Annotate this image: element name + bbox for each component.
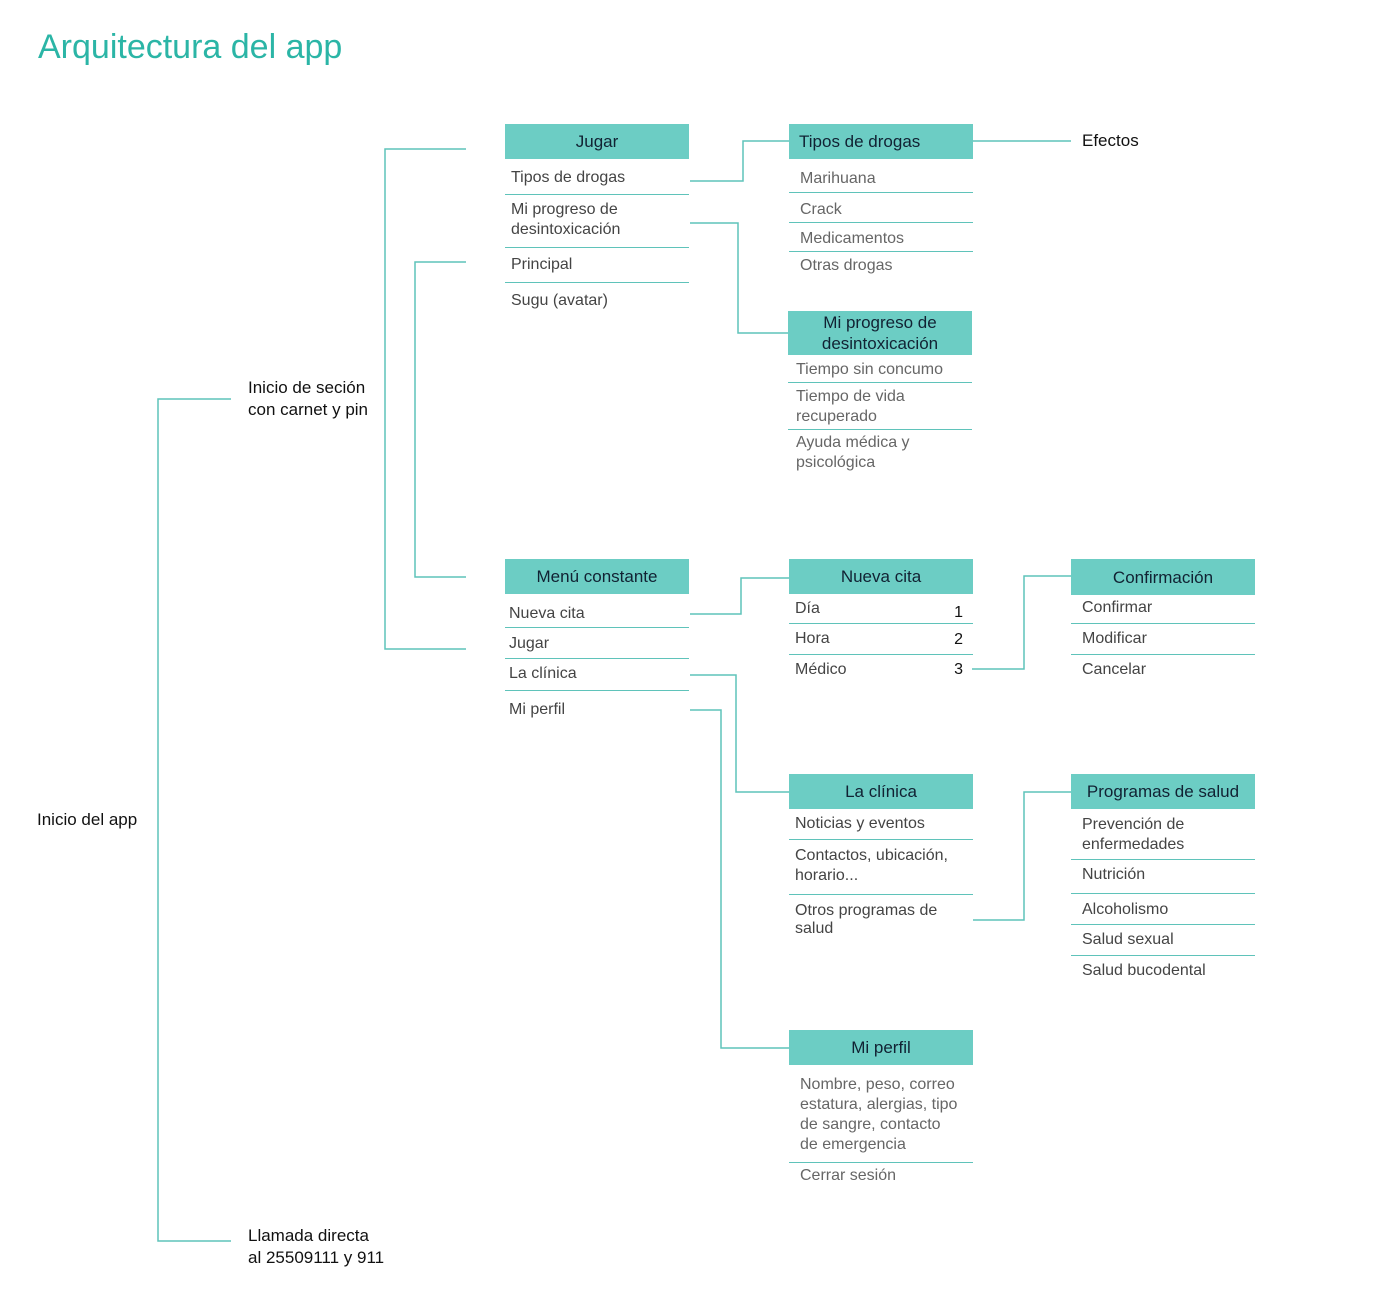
- login-label: Inicio de seción con carnet y pin: [248, 378, 369, 419]
- jugar-item: Principal: [505, 248, 689, 283]
- page-title: Arquitectura del app: [38, 28, 343, 66]
- cita-item-label: Día: [795, 600, 820, 617]
- programas-item: Prevención de enfermedades: [1071, 809, 1255, 860]
- clinica-header: La clínica: [789, 774, 973, 809]
- perfil-item: Cerrar sesión: [800, 1167, 897, 1184]
- cita-item-label: Hora: [795, 630, 830, 647]
- menu-header: Menú constante: [505, 559, 689, 594]
- jugar-header: Jugar: [505, 124, 689, 159]
- tipos-item: Crack: [789, 193, 973, 223]
- cita-item-number: 1: [954, 604, 963, 621]
- menu-item: Nueva cita: [505, 594, 689, 628]
- progreso-item: Tiempo de vida recuperado: [788, 383, 972, 430]
- programas-item: Nutrición: [1071, 860, 1255, 894]
- confirmacion-node: Confirmación Confirmar Modificar Cancela…: [1071, 559, 1255, 685]
- clinica-item: Noticias y eventos: [789, 809, 973, 840]
- jugar-item: Sugu (avatar): [511, 292, 608, 309]
- cita-item: Día 1: [789, 594, 973, 624]
- cita-item-number: 3: [954, 661, 963, 678]
- efectos-label: Efectos: [1082, 131, 1139, 150]
- jugar-node: Jugar Tipos de drogas Mi progreso de des…: [505, 124, 689, 317]
- menu-node: Menú constante Nueva cita Jugar La clíni…: [505, 559, 689, 725]
- progreso-item: Ayuda médica y psicológica: [796, 434, 910, 471]
- clinica-node: La clínica Noticias y eventos Contactos,…: [789, 774, 973, 945]
- jugar-item: Tipos de drogas: [505, 159, 689, 195]
- call-label: Llamada directa al 25509111 y 911: [248, 1226, 385, 1267]
- programas-item: Salud bucodental: [1082, 962, 1206, 979]
- perfil-node: Mi perfil Nombre, peso, correo estatura,…: [789, 1030, 973, 1193]
- confirmacion-header: Confirmación: [1071, 559, 1255, 595]
- confirmacion-item: Confirmar: [1071, 595, 1255, 624]
- tipos-header: Tipos de drogas: [789, 124, 973, 159]
- jugar-item: Mi progreso de desintoxicación: [505, 195, 689, 248]
- progreso-item: Tiempo sin concumo: [788, 355, 972, 383]
- confirmacion-item: Cancelar: [1082, 661, 1147, 678]
- confirmacion-item: Modificar: [1071, 624, 1255, 655]
- programas-item: Salud sexual: [1071, 925, 1255, 956]
- progreso-node: Mi progreso de desintoxicación Tiempo si…: [788, 311, 972, 476]
- perfil-header: Mi perfil: [789, 1030, 973, 1065]
- tipos-node: Tipos de drogas Marihuana Crack Medicame…: [789, 124, 973, 280]
- programas-item: Alcoholismo: [1071, 894, 1255, 925]
- clinica-item: Otros programas de salud: [795, 902, 938, 937]
- progreso-header: Mi progreso de desintoxicación: [788, 311, 972, 355]
- menu-item: Jugar: [505, 628, 689, 659]
- tipos-item: Marihuana: [789, 159, 973, 193]
- cita-item-number: 2: [954, 631, 963, 648]
- programas-node: Programas de salud Prevención de enferme…: [1071, 774, 1255, 986]
- clinica-item: Contactos, ubicación, horario...: [789, 840, 973, 895]
- menu-item: Mi perfil: [509, 701, 566, 718]
- tipos-item: Otras drogas: [800, 257, 893, 274]
- tipos-item: Medicamentos: [789, 223, 973, 252]
- cita-item: Hora 2: [789, 624, 973, 655]
- cita-header: Nueva cita: [789, 559, 973, 594]
- cita-item-label: Médico: [795, 661, 847, 678]
- cita-item: Médico 3: [789, 655, 973, 685]
- root-label: Inicio del app: [37, 810, 138, 829]
- menu-item: La clínica: [505, 659, 689, 691]
- cita-node: Nueva cita Día 1 Hora 2 Médico 3: [789, 559, 973, 685]
- programas-header: Programas de salud: [1071, 774, 1255, 809]
- perfil-item: Nombre, peso, correo estatura, alergias,…: [789, 1065, 973, 1163]
